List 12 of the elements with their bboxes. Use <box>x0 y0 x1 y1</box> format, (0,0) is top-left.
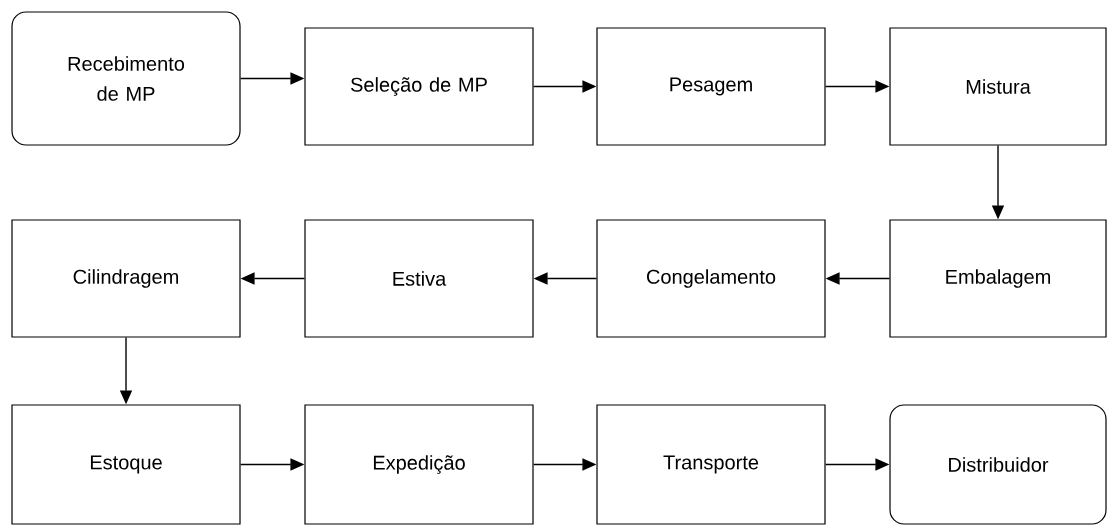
process-box: Seleção de MP <box>304 27 534 146</box>
process-box: Transporte <box>596 404 826 525</box>
process-box: Cilindragem <box>11 219 241 338</box>
process-box: Embalagem <box>889 219 1107 338</box>
terminal-box: Distribuidor <box>889 404 1107 525</box>
process-box: Pesagem <box>596 27 826 146</box>
process-box: Estiva <box>304 219 534 338</box>
process-box: Expedição <box>304 404 534 525</box>
process-box: Estoque <box>11 404 241 525</box>
process-box: Congelamento <box>596 219 826 338</box>
terminal-box: Recebimento de MP <box>11 11 241 146</box>
process-box: Mistura <box>889 27 1107 146</box>
